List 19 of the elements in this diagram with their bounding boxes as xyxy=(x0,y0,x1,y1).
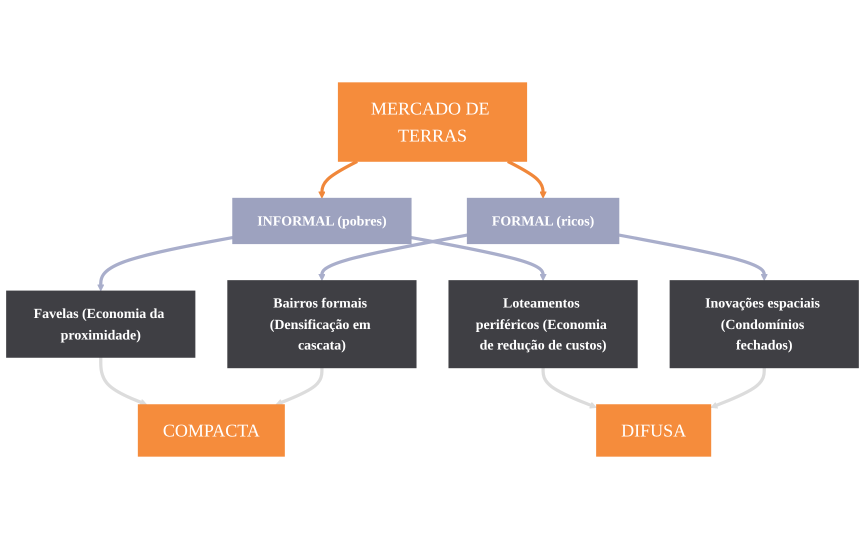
arrow xyxy=(618,233,768,281)
node-box: INFORMAL (pobres) xyxy=(232,198,412,244)
node-box: FORMAL (ricos) xyxy=(466,198,620,244)
arrow xyxy=(97,236,233,292)
node-box: Bairros formais (Densificação em cascata) xyxy=(227,280,417,368)
node-box: Loteamentos periféricos (Economia de redução de custos) xyxy=(448,280,638,368)
node-box: Inovações espaciais (Condomínios fechados) xyxy=(670,280,859,368)
node-box: MERCADO DE TERRAS xyxy=(338,82,528,162)
arrow xyxy=(410,236,547,281)
arrow xyxy=(318,160,358,199)
arrow xyxy=(276,368,324,406)
arrow xyxy=(541,368,597,409)
arrow xyxy=(99,357,148,406)
arrow xyxy=(318,233,468,281)
node-box: COMPACTA xyxy=(138,404,285,457)
node-box: Favelas (Economia da proximidade) xyxy=(6,290,196,358)
node-box: DIFUSA xyxy=(596,404,712,457)
arrow xyxy=(507,160,547,199)
arrow xyxy=(710,368,766,409)
